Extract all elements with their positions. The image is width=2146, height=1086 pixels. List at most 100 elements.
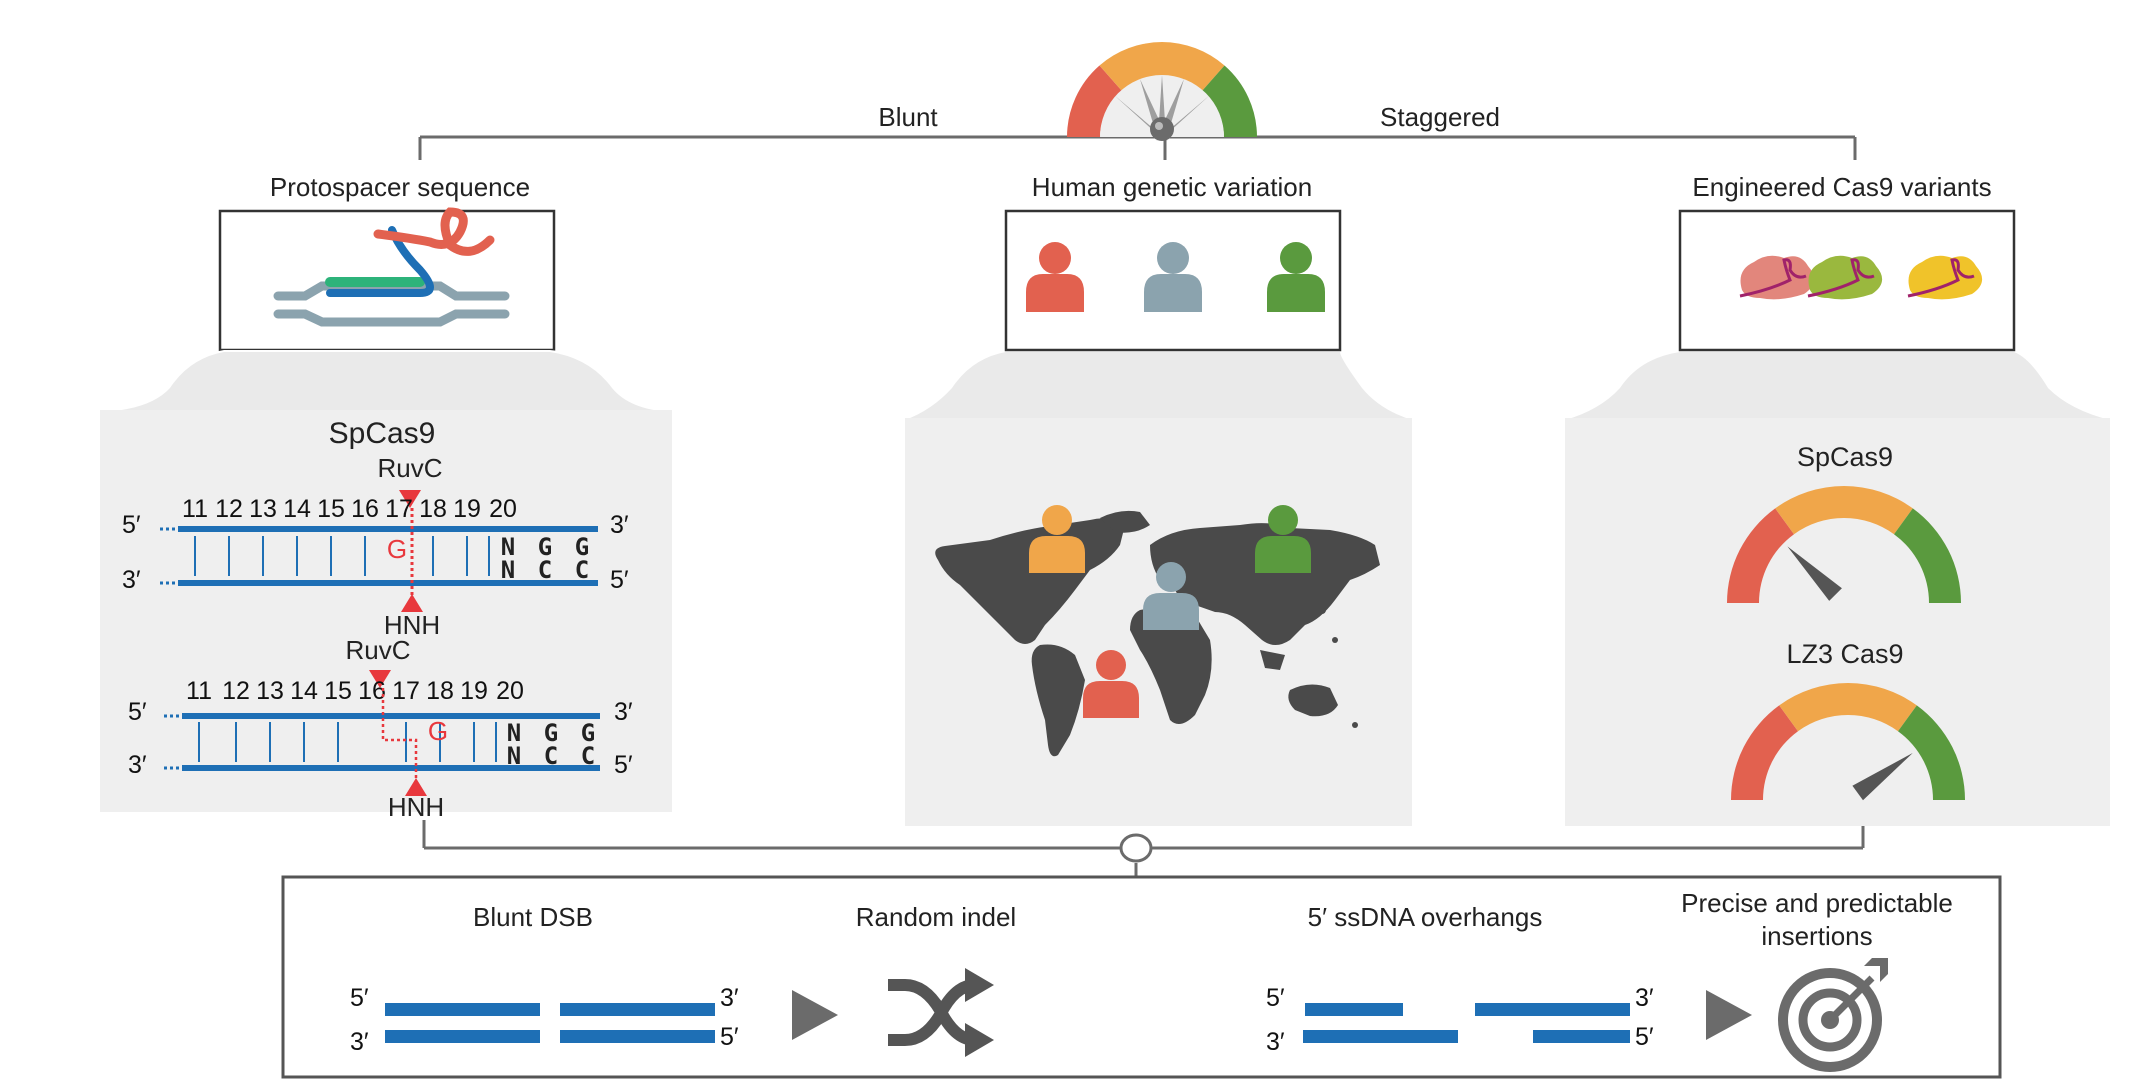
five-prime-left-bottom: 5′	[128, 698, 147, 726]
pam-bottom-1: N	[501, 556, 515, 584]
person-icon	[1267, 242, 1325, 312]
pam-bottom-2: C	[544, 742, 558, 770]
play-arrow-icon	[1706, 990, 1752, 1040]
dna-lower: RuvC 11 12 13 14 15 16 17 18 19 20 5′ 3′…	[128, 635, 633, 822]
pam-top-1: N	[501, 533, 515, 561]
gauge-needle	[1852, 753, 1913, 801]
pos-14: 14	[290, 677, 318, 705]
position-row-top: 11 12 13 14 15 16 17 18 19 20	[182, 495, 517, 523]
person-icon	[1083, 650, 1139, 718]
hnh-label-top: HNH	[384, 610, 440, 640]
precise-label-line1: Precise and predictable	[1681, 888, 1953, 918]
target-icon	[1778, 958, 1888, 1072]
ruvc-cut-marker-top	[399, 490, 421, 508]
pos-13: 13	[256, 677, 284, 705]
blunt-label: Blunt	[878, 102, 938, 132]
protein-icon	[1807, 255, 1883, 300]
five-prime-left-top: 5′	[122, 511, 141, 539]
three-prime-right-top: 3′	[610, 511, 629, 539]
pos-11: 11	[186, 677, 212, 705]
dna-rloop-icon	[273, 207, 510, 327]
pos-19: 19	[453, 495, 481, 523]
staggered-label: Staggered	[1380, 102, 1500, 132]
blunt-dsb-diagram: 5′ 3′ 3′ 5′	[350, 984, 739, 1056]
person-icon	[1143, 562, 1199, 630]
position-row-bottom: 11 12 13 14 15 16 17 18 19 20	[186, 677, 524, 705]
gauge-needle	[1787, 546, 1842, 601]
three-prime-left-top: 3′	[122, 566, 141, 594]
pos-18: 18	[419, 495, 447, 523]
random-indel-label: Random indel	[856, 902, 1016, 932]
pos-20: 20	[489, 495, 517, 523]
human-title: Human genetic variation	[1032, 172, 1312, 202]
pos-19: 19	[460, 677, 488, 705]
ruvc-label-bottom: RuvC	[345, 635, 410, 665]
staggered-cut-line	[381, 688, 418, 782]
pam-top-2: G	[544, 719, 558, 747]
pos-12: 12	[222, 677, 250, 705]
five-prime-label: 5′	[1266, 984, 1285, 1012]
play-arrow-icon	[792, 990, 838, 1040]
protein-icon	[1907, 255, 1983, 300]
spcas9-detail-panel	[100, 410, 672, 812]
precise-label-line2: insertions	[1761, 921, 1872, 951]
gauge-icon	[1067, 42, 1257, 141]
ruvc-label-top: RuvC	[377, 453, 442, 483]
person-icon	[1144, 242, 1202, 312]
three-prime-label: 3′	[1266, 1028, 1285, 1056]
pos-15: 15	[317, 495, 345, 523]
outcomes-box	[281, 875, 2002, 1079]
pam-bottom-3: C	[581, 742, 595, 770]
gauge-spcas9-title: SpCas9	[1797, 442, 1893, 472]
three-prime-left-bottom: 3′	[128, 751, 147, 779]
pos-13: 13	[249, 495, 277, 523]
shuffle-icon	[888, 968, 994, 1057]
person-icon	[1029, 505, 1085, 573]
pos-12: 12	[215, 495, 243, 523]
hnh-label-bottom: HNH	[388, 792, 444, 822]
pam-bottom-1: N	[507, 742, 521, 770]
three-prime-label: 3′	[350, 1028, 369, 1056]
hnh-cut-marker-top	[401, 594, 423, 612]
ruvc-cut-marker-bottom	[369, 670, 391, 688]
spcas9-detail-title: SpCas9	[329, 417, 436, 450]
top-connector	[418, 135, 1857, 160]
overhangs-label: 5′ ssDNA overhangs	[1308, 902, 1543, 932]
gauge-lz3	[1731, 683, 1965, 801]
engineered-title: Engineered Cas9 variants	[1692, 172, 1991, 202]
gauges-panel	[1565, 418, 2110, 826]
hnh-cut-marker-bottom	[405, 778, 427, 796]
dna-upper: RuvC 11 12 13 14 15 16 17 18 19 20 5′ 3′…	[122, 453, 629, 640]
five-prime-right-top: 5′	[610, 566, 629, 594]
pam-top-2: G	[538, 533, 552, 561]
person-icon	[1026, 242, 1084, 312]
pos-17: 17	[385, 495, 413, 523]
gauge-lz3-title: LZ3 Cas9	[1786, 639, 1903, 669]
gauge-spcas9	[1727, 486, 1961, 603]
junction-node	[1119, 833, 1153, 863]
pos-16: 16	[358, 677, 386, 705]
five-prime-label: 5′	[1635, 1023, 1654, 1051]
pos-16: 16	[351, 495, 379, 523]
five-prime-label: 5′	[350, 984, 369, 1012]
overhang-diagram: 5′ 3′ 3′ 5′	[1266, 984, 1654, 1056]
three-prime-label: 3′	[1635, 984, 1654, 1012]
pos-20: 20	[496, 677, 524, 705]
blunt-dsb-label: Blunt DSB	[473, 902, 593, 932]
five-prime-label: 5′	[720, 1023, 739, 1051]
three-prime-right-bottom: 3′	[614, 698, 633, 726]
pam-top-3: G	[575, 533, 589, 561]
pos-17: 17	[392, 677, 420, 705]
pos-14: 14	[283, 495, 311, 523]
pos-18: 18	[426, 677, 454, 705]
g-base-top: G	[387, 534, 407, 564]
protein-icon	[1739, 255, 1815, 300]
pam-top-1: N	[507, 719, 521, 747]
five-prime-right-bottom: 5′	[614, 751, 633, 779]
pam-top-3: G	[581, 719, 595, 747]
pos-15: 15	[324, 677, 352, 705]
person-icon	[1255, 505, 1311, 573]
pam-bottom-2: C	[538, 556, 552, 584]
protospacer-title: Protospacer sequence	[270, 172, 530, 202]
